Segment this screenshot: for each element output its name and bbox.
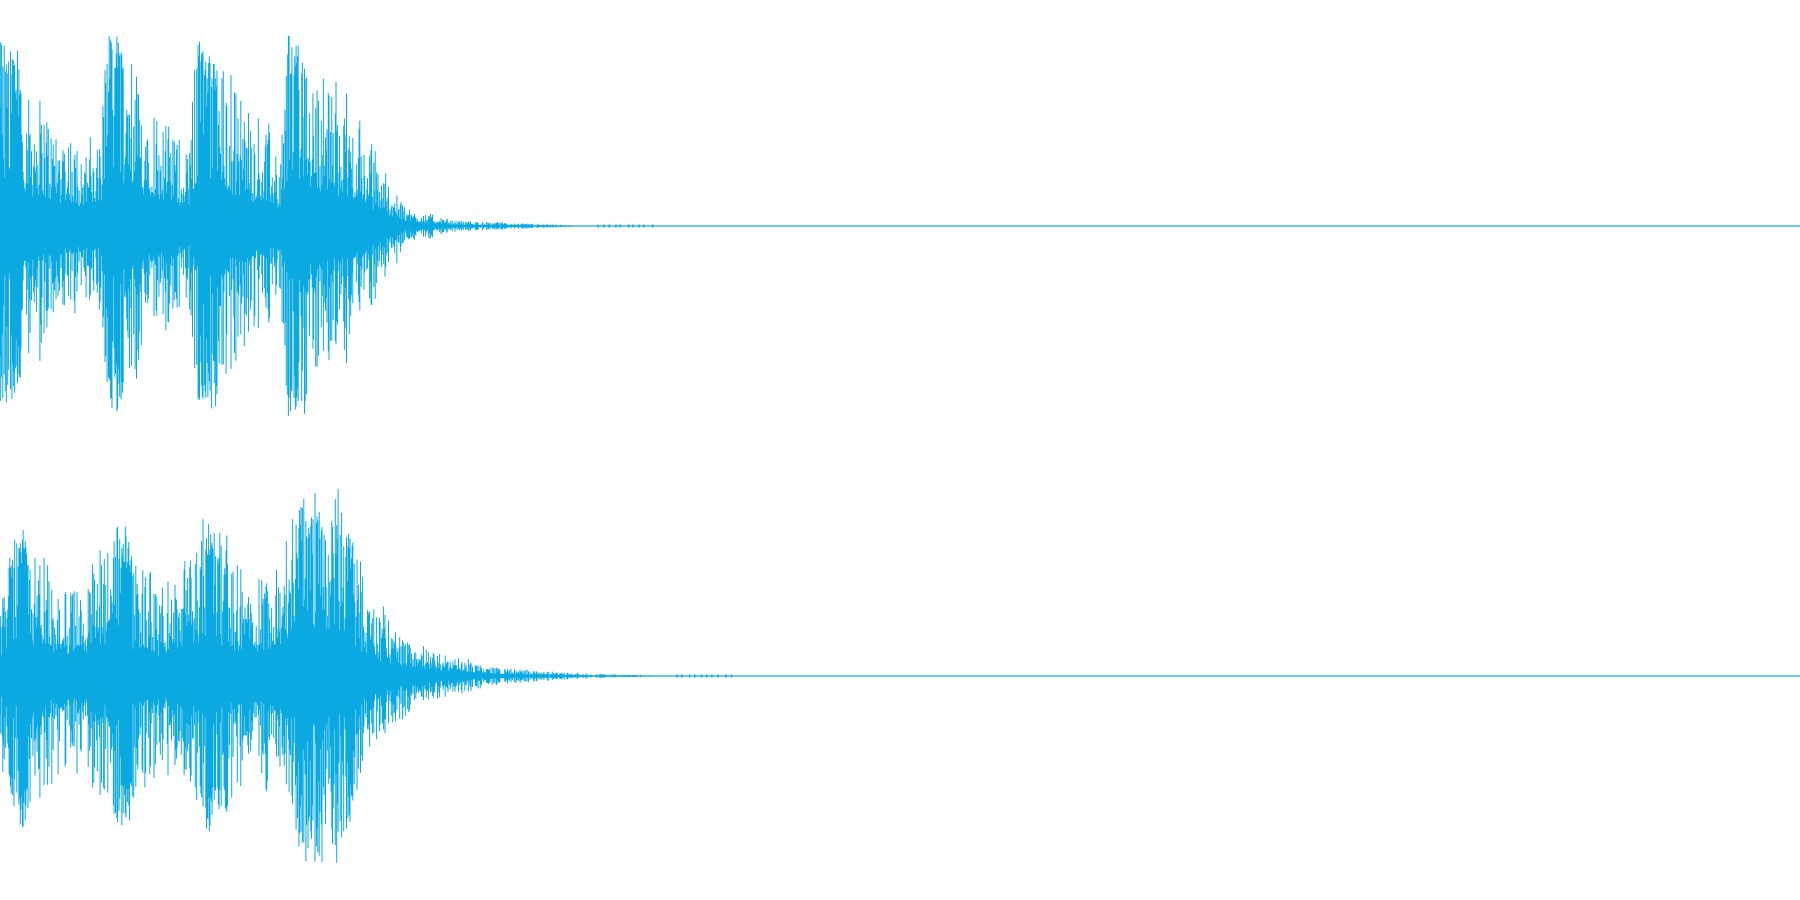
waveform-tail-sample (651, 224, 654, 228)
waveform-tail-sample (603, 224, 605, 228)
channel-top-waveform (0, 36, 1800, 416)
channel-bottom-waveform (0, 488, 1800, 863)
waveform-tail-sample (706, 674, 708, 678)
waveform-tail-sample (694, 674, 696, 678)
waveform-tail-sample (638, 224, 640, 228)
waveform-tail-sample (681, 674, 683, 678)
waveform-tail-sample (627, 224, 630, 228)
waveform-tail-sample (700, 674, 703, 678)
channel-waveform-path (0, 488, 673, 863)
waveform-tail-sample (632, 224, 634, 228)
waveform-tail-sample (608, 224, 610, 228)
waveform-tail-sample (676, 674, 678, 678)
channel-waveform-path (0, 36, 592, 416)
waveform-tail-sample (711, 674, 713, 678)
waveform-tail-sample (725, 674, 727, 678)
waveform-tail-sample (643, 224, 645, 228)
waveform-tail-sample (730, 674, 733, 678)
waveform-tail-sample (597, 224, 599, 228)
waveform-tail-sample (717, 674, 719, 678)
waveform-tail-sample (615, 224, 617, 228)
waveform-tail-sample (688, 674, 691, 678)
waveform-tail-sample (619, 224, 621, 228)
